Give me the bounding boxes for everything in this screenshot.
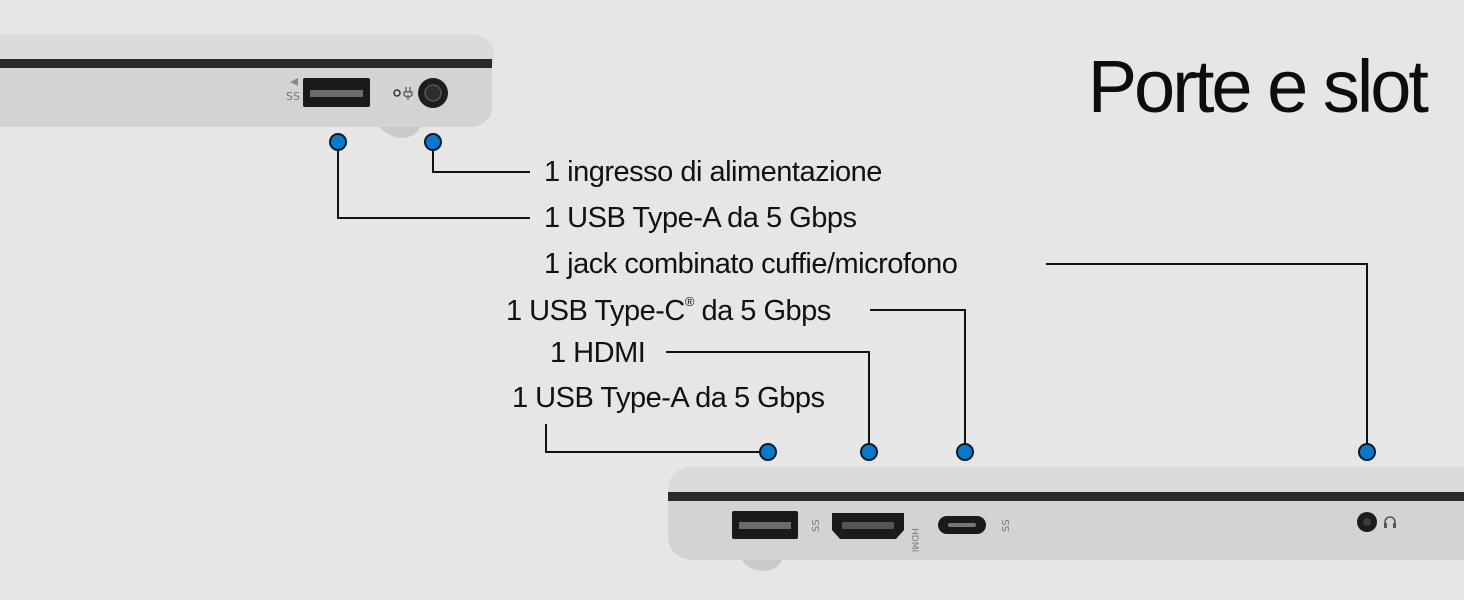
page-title: Porte e slot [1087,45,1429,128]
ss-usb-c-icon: SS [1001,519,1012,532]
bottom-laptop-foot [742,560,782,571]
bottom-laptop: SS HDMI SS [668,467,1464,571]
top-laptop-base [0,68,492,127]
leader-usb-a-bottom [545,424,768,453]
port-dots [329,133,1376,461]
dot-usb-a-bottom [759,443,777,461]
leader-power [432,142,530,173]
ss-usb-icon: SS [286,78,300,103]
leader-usb-c [870,309,966,450]
dot-usb-a-top [329,133,347,151]
label-hdmi: 1 HDMI [550,337,646,369]
svg-text:SS: SS [811,519,822,532]
bottom-laptop-seam [668,492,1464,501]
label-usb-c: 1 USB Type-C® da 5 Gbps [506,295,831,326]
leader-hdmi [666,351,870,450]
top-laptop-foot [380,127,420,138]
svg-text:HDMI: HDMI [909,528,919,552]
top-laptop: SS [0,34,494,138]
power-icon [403,87,413,100]
label-audio-jack: 1 jack combinato cuffie/microfono [544,248,958,280]
headset-icon [1384,516,1396,528]
ss-usb-icon-bottom: SS [811,519,822,532]
hdmi-icon: HDMI [909,528,919,552]
label-usb-a-top: 1 USB Type-A da 5 Gbps [544,202,857,234]
label-power-input: 1 ingresso di alimentazione [544,156,882,188]
svg-text:SS: SS [1001,519,1012,532]
usb-a-tongue [310,90,363,97]
registered-mark: ® [684,294,695,309]
bottom-laptop-lid [668,467,1464,496]
top-laptop-seam [0,59,492,68]
label-usb-c-suffix: da 5 Gbps [693,295,831,327]
dot-usb-c [956,443,974,461]
leader-lines [337,142,1368,453]
dot-hdmi [860,443,878,461]
svg-text:SS: SS [286,90,300,103]
label-usb-a-bottom: 1 USB Type-A da 5 Gbps [512,382,825,414]
top-laptop-lid [0,34,494,64]
dot-jack [1358,443,1376,461]
dot-power [424,133,442,151]
label-usb-c-text: 1 USB Type-C [506,295,685,327]
power-led [393,89,401,97]
leader-jack [1046,263,1368,450]
leader-usb-a-top [337,142,530,219]
